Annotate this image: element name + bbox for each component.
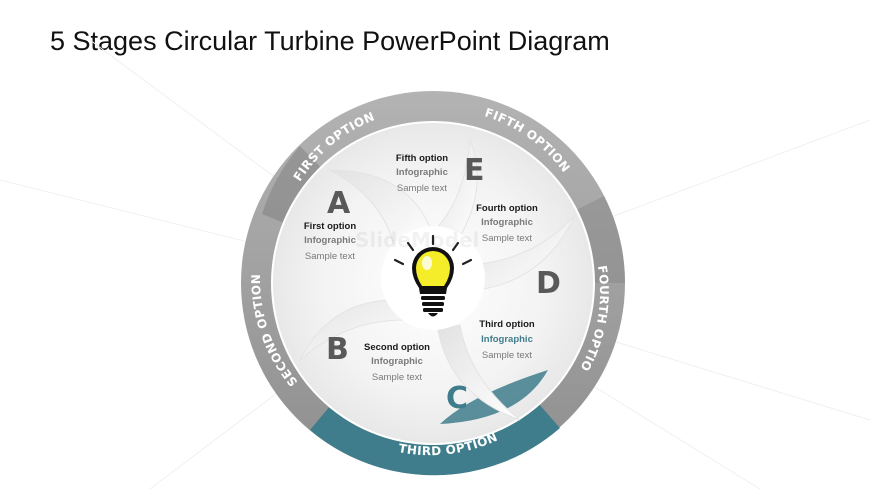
stage-a-letter: A: [327, 186, 351, 221]
stage-d-letter: D: [536, 266, 561, 301]
blade-a: [329, 169, 434, 251]
stage-a-subtitle: Infographic: [304, 235, 356, 246]
blade-d: [469, 214, 576, 291]
stage-e-text: Sample text: [397, 183, 448, 194]
stage-b-title: Second option: [364, 342, 430, 353]
stage-b-subtitle: Infographic: [371, 356, 423, 367]
stage-a-text: Sample text: [305, 251, 356, 262]
light-rays: [393, 234, 473, 266]
stage-e-subtitle: Infographic: [396, 167, 448, 178]
stage-b: B Second option Infographic Sample text: [326, 332, 430, 383]
blade-b: [299, 299, 406, 361]
stage-e-title: Fifth option: [396, 153, 448, 164]
stage-b-text: Sample text: [372, 372, 423, 383]
stage-e-letter: E: [464, 153, 485, 188]
lightbulb-icon: [393, 234, 473, 317]
stage-c-title: Third option: [479, 319, 535, 330]
stage-c: C Third option Infographic Sample text: [446, 319, 535, 416]
stage-e: E Fifth option Infographic Sample text: [396, 153, 485, 194]
stage-a-title: First option: [304, 221, 356, 232]
blade-e: [432, 139, 478, 246]
stage-c-text: Sample text: [482, 350, 533, 361]
stage-d-text: Sample text: [482, 233, 533, 244]
watermark-text: SlideModel: [355, 228, 479, 252]
stage-d-subtitle: Infographic: [481, 217, 533, 228]
stage-c-subtitle: Infographic: [481, 334, 533, 345]
stage-d-title: Fourth option: [476, 203, 538, 214]
turbine-blades: [299, 139, 576, 421]
stage-a: A First option Infographic Sample text: [304, 186, 356, 262]
blade-c: [437, 324, 521, 421]
stage-b-letter: B: [326, 332, 349, 367]
stage-c-letter: C: [446, 381, 468, 416]
slide-title: 5 Stages Circular Turbine PowerPoint Dia…: [50, 26, 610, 56]
stage-d: D Fourth option Infographic Sample text: [476, 203, 561, 301]
